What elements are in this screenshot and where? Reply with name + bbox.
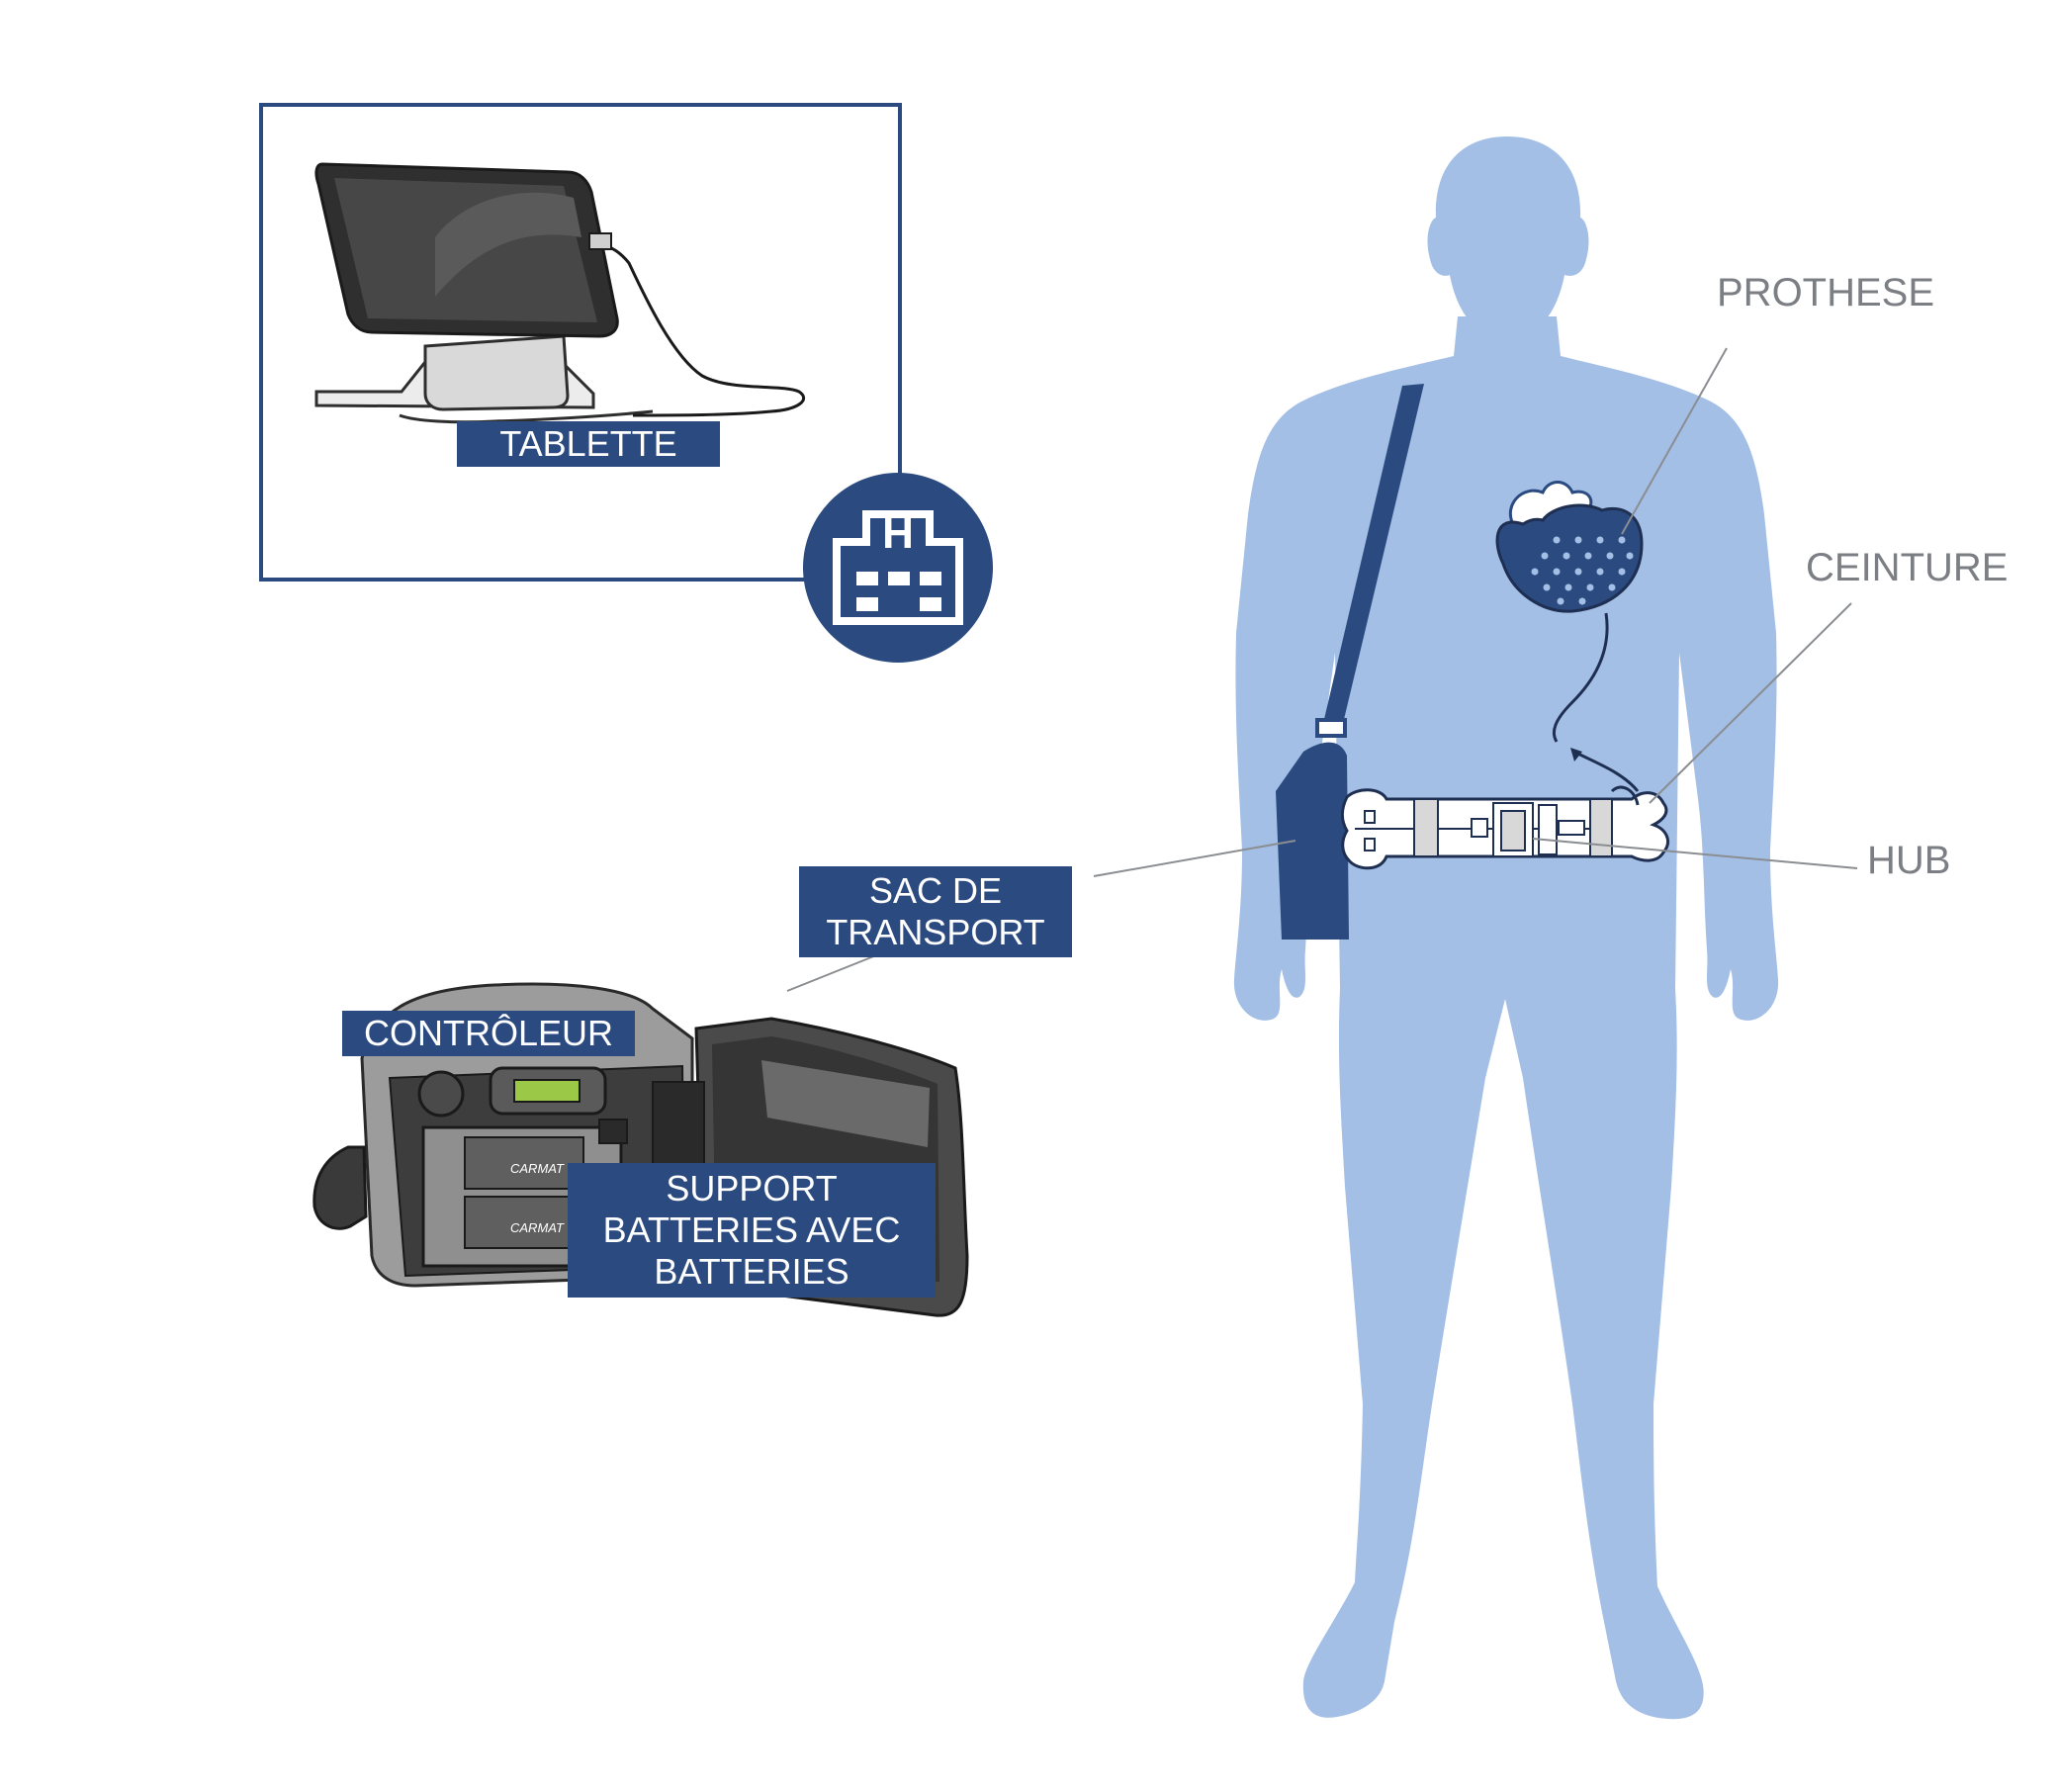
transport-bag-worn <box>1276 384 1424 940</box>
shoulder-strap <box>1321 384 1424 732</box>
label-support-batteries: SUPPORT BATTERIES AVEC BATTERIES <box>568 1163 936 1298</box>
label-prothese: PROTHESE <box>1717 271 1935 314</box>
heart-dot <box>1606 552 1614 560</box>
heart-dot <box>1584 552 1592 560</box>
heart-dot <box>1626 552 1634 560</box>
heart-dot <box>1541 552 1549 560</box>
label-tablette: TABLETTE <box>457 421 720 467</box>
heart-dot <box>1578 597 1586 605</box>
leader-sac-de-transport <box>1093 840 1296 877</box>
heart-dot <box>1586 583 1594 591</box>
heart-dot <box>1618 568 1626 576</box>
heart-dot <box>1574 536 1582 544</box>
heart-dot <box>1596 536 1604 544</box>
strap-buckle <box>1315 718 1347 738</box>
label-hub: HUB <box>1867 839 1951 882</box>
carmat-brand-top: CARMAT <box>510 1161 565 1176</box>
leader-sac-de-transport-2 <box>786 954 877 992</box>
heart-dot <box>1553 536 1561 544</box>
bag-body <box>1276 742 1349 940</box>
person-silhouette <box>1233 136 1779 1720</box>
label-controleur: CONTRÔLEUR <box>342 1011 635 1056</box>
leader-ceinture <box>1649 602 1852 804</box>
heart-dot <box>1531 568 1539 576</box>
leader-hub <box>1532 838 1858 869</box>
heart-dot <box>1557 597 1564 605</box>
tablet-panel <box>259 103 902 582</box>
hospital-letter: H <box>882 509 914 558</box>
heart-dot <box>1564 583 1572 591</box>
leader-prothese <box>1621 347 1728 535</box>
label-ceinture: CEINTURE <box>1806 546 2009 589</box>
label-sac-de-transport: SAC DE TRANSPORT <box>799 866 1072 957</box>
heart-prosthesis <box>1495 481 1644 792</box>
heart-dot <box>1553 568 1561 576</box>
heart-dots <box>1531 536 1634 605</box>
heart-dot <box>1574 568 1582 576</box>
belt-with-hub <box>1341 785 1669 870</box>
heart-dot <box>1618 536 1626 544</box>
carmat-brand-bottom: CARMAT <box>510 1220 565 1235</box>
heart-dot <box>1563 552 1570 560</box>
heart-dot <box>1596 568 1604 576</box>
hospital-building-icon: H <box>803 473 993 663</box>
leader-lines <box>786 347 1858 992</box>
heart-dot <box>1608 583 1616 591</box>
heart-dot <box>1543 583 1551 591</box>
